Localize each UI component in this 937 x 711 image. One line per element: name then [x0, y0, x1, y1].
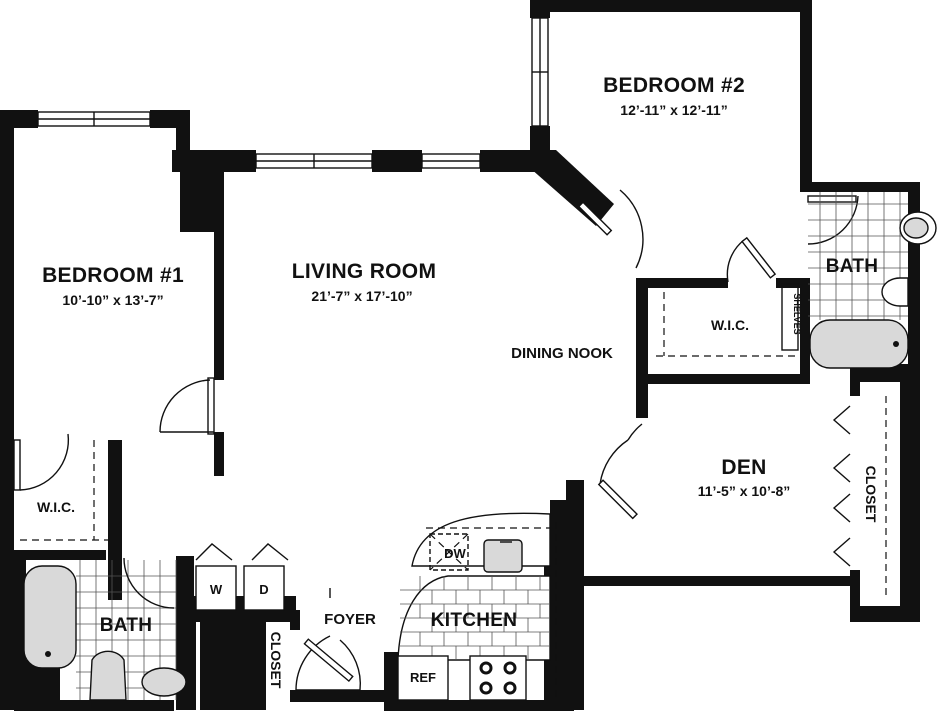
den-dims: 11’-5” x 10’-8”: [698, 483, 791, 499]
closet-outlines: [20, 283, 887, 700]
labels: BEDROOM #1 10’-10” x 13’-7” LIVING ROOM …: [37, 74, 879, 689]
bedroom2-dims: 12’-11” x 12’-11”: [620, 102, 727, 118]
den-name: DEN: [721, 456, 766, 479]
laundry: [195, 565, 285, 611]
closet-foyer-label: CLOSET: [268, 632, 284, 689]
refrigerator-label: REF: [410, 670, 436, 685]
bath-right-label: BATH: [826, 256, 879, 277]
dining-nook-label: DINING NOOK: [511, 345, 613, 362]
right-bath: [808, 192, 937, 369]
kitchen: [397, 512, 551, 701]
foyer-label: FOYER: [324, 611, 376, 628]
living-room-dims: 21’-7” x 17’-10”: [311, 288, 412, 304]
doors: [13, 189, 859, 691]
windows: [37, 17, 549, 169]
wic-left-label: W.I.C.: [37, 499, 75, 515]
left-bath: [23, 557, 187, 701]
shelves-label: SHELVES: [792, 293, 802, 334]
dishwasher-label: DW: [444, 546, 466, 561]
closet-den-label: CLOSET: [863, 466, 879, 523]
bedroom1-name: BEDROOM #1: [42, 264, 184, 287]
bedroom2-name: BEDROOM #2: [603, 74, 745, 97]
living-room-name: LIVING ROOM: [292, 260, 436, 283]
bedroom1-dims: 10’-10” x 13’-7”: [62, 292, 163, 308]
bath-left-label: BATH: [100, 615, 153, 636]
wic-right-label: W.I.C.: [711, 317, 749, 333]
kitchen-label: KITCHEN: [431, 610, 518, 631]
dryer-label: D: [259, 582, 268, 597]
washer-label: W: [210, 582, 223, 597]
